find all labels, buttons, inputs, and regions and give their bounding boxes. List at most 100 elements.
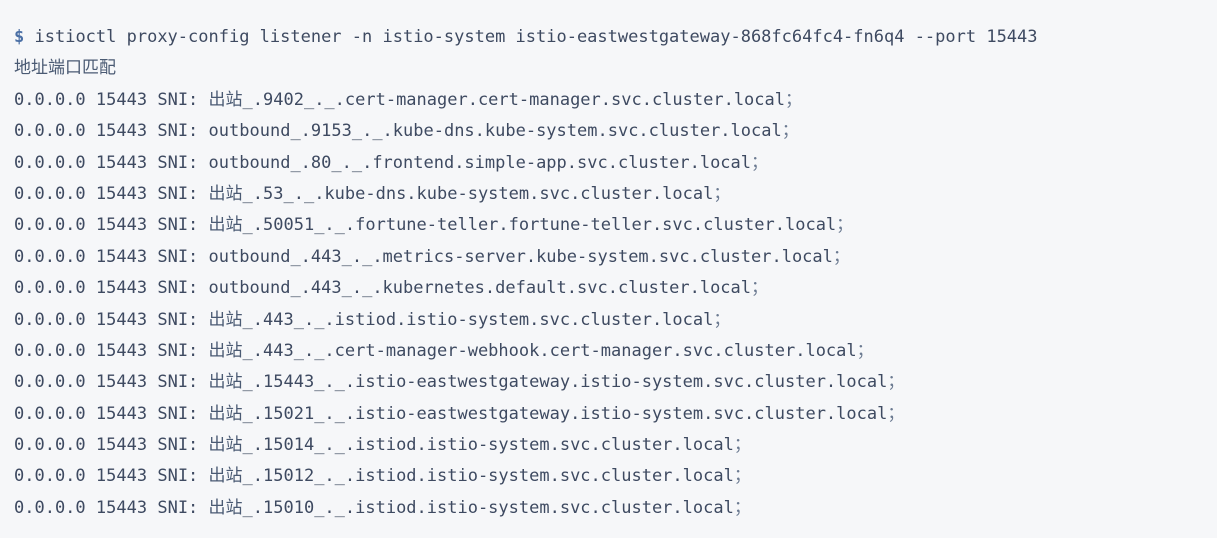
- row-match-label: SNI:: [157, 89, 199, 110]
- row-match-label: SNI:: [157, 372, 199, 393]
- row-match-value: _.15012_._.istiod.istio-system.svc.clust…: [242, 466, 734, 487]
- header-note-text: 地址端口匹配: [14, 58, 116, 79]
- row-direction: 出站: [208, 215, 243, 236]
- row-match-label: SNI:: [157, 435, 199, 456]
- row-address: 0.0.0.0: [14, 89, 86, 110]
- listener-row: 0.0.0.0 15443 SNI: 出站_.15010_._.istiod.i…: [14, 493, 1217, 524]
- row-port: 15443: [95, 278, 148, 299]
- row-match-label: SNI:: [157, 466, 199, 487]
- row-terminator: ；: [887, 403, 905, 424]
- row-direction: outbound: [208, 152, 291, 173]
- listener-row: 0.0.0.0 15443 SNI: outbound_.80_._.front…: [14, 148, 1217, 179]
- row-terminator: ；: [836, 215, 854, 236]
- shell-prompt-symbol: $: [14, 27, 25, 47]
- listener-row: 0.0.0.0 15443 SNI: outbound_.443_._.kube…: [14, 273, 1217, 304]
- row-terminator: ；: [751, 278, 769, 299]
- row-match-label: SNI:: [157, 497, 199, 518]
- listener-row: 0.0.0.0 15443 SNI: 出站_.443_._.istiod.ist…: [14, 305, 1217, 336]
- row-port: 15443: [95, 403, 148, 424]
- row-match-value: _.443_._.istiod.istio-system.svc.cluster…: [242, 309, 714, 330]
- row-terminator: ；: [856, 340, 874, 361]
- row-match-value: _.15010_._.istiod.istio-system.svc.clust…: [242, 497, 734, 518]
- listener-row: 0.0.0.0 15443 SNI: 出站_.15012_._.istiod.i…: [14, 461, 1217, 492]
- row-direction: 出站: [208, 497, 243, 518]
- row-terminator: ；: [733, 497, 751, 518]
- header-note: 地址端口匹配: [14, 53, 1217, 84]
- row-direction: outbound: [208, 278, 291, 299]
- row-address: 0.0.0.0: [14, 183, 86, 204]
- row-match-value: _.50051_._.fortune-teller.fortune-teller…: [242, 215, 837, 236]
- row-port: 15443: [95, 215, 148, 236]
- row-address: 0.0.0.0: [14, 278, 86, 299]
- row-port: 15443: [95, 372, 148, 393]
- listener-row: 0.0.0.0 15443 SNI: 出站_.50051_._.fortune-…: [14, 210, 1217, 241]
- row-match-label: SNI:: [157, 278, 199, 299]
- command-line: $ istioctl proxy-config listener -n isti…: [14, 22, 1217, 53]
- row-match-label: SNI:: [157, 309, 199, 330]
- row-address: 0.0.0.0: [14, 466, 86, 487]
- row-terminator: ；: [785, 89, 802, 110]
- row-direction: outbound: [208, 246, 291, 267]
- row-match-label: SNI:: [157, 121, 199, 142]
- listener-row: 0.0.0.0 15443 SNI: outbound_.443_._.metr…: [14, 242, 1217, 273]
- row-terminator: ；: [832, 246, 850, 267]
- row-port: 15443: [95, 340, 148, 361]
- row-address: 0.0.0.0: [14, 309, 86, 330]
- listener-row: 0.0.0.0 15443 SNI: 出站_.9402_._.cert-mana…: [14, 85, 1217, 116]
- row-match-value: _.80_._.frontend.simple-app.svc.cluster.…: [290, 152, 752, 173]
- row-direction: 出站: [208, 340, 243, 361]
- row-match-value: _.15021_._.istio-eastwestgateway.istio-s…: [242, 403, 888, 424]
- row-match-label: SNI:: [157, 403, 199, 424]
- row-port: 15443: [95, 309, 148, 330]
- row-match-value: _.9402_._.cert-manager.cert-manager.svc.…: [242, 89, 785, 110]
- row-address: 0.0.0.0: [14, 340, 86, 361]
- listener-rows: 0.0.0.0 15443 SNI: 出站_.9402_._.cert-mana…: [14, 85, 1217, 524]
- row-match-label: SNI:: [157, 215, 199, 236]
- row-address: 0.0.0.0: [14, 215, 86, 236]
- row-terminator: ；: [781, 121, 799, 142]
- row-direction: 出站: [208, 89, 243, 110]
- row-address: 0.0.0.0: [14, 435, 86, 456]
- row-address: 0.0.0.0: [14, 372, 86, 393]
- row-direction: 出站: [208, 309, 243, 330]
- row-port: 15443: [95, 466, 148, 487]
- row-port: 15443: [95, 246, 148, 267]
- row-direction: 出站: [208, 372, 243, 393]
- listener-row: 0.0.0.0 15443 SNI: outbound_.9153_._.kub…: [14, 116, 1217, 147]
- row-address: 0.0.0.0: [14, 246, 86, 267]
- listener-row: 0.0.0.0 15443 SNI: 出站_.15014_._.istiod.i…: [14, 430, 1217, 461]
- row-port: 15443: [95, 121, 148, 142]
- listener-row: 0.0.0.0 15443 SNI: 出站_.15021_._.istio-ea…: [14, 399, 1217, 430]
- row-address: 0.0.0.0: [14, 152, 86, 173]
- row-terminator: ；: [713, 309, 731, 330]
- row-address: 0.0.0.0: [14, 403, 86, 424]
- row-match-label: SNI:: [157, 183, 199, 204]
- row-match-value: _.15443_._.istio-eastwestgateway.istio-s…: [242, 372, 888, 393]
- row-direction: 出站: [208, 466, 243, 487]
- row-port: 15443: [95, 152, 148, 173]
- listener-row: 0.0.0.0 15443 SNI: 出站_.443_._.cert-manag…: [14, 336, 1217, 367]
- row-terminator: ；: [713, 183, 731, 204]
- row-match-value: _.443_._.metrics-server.kube-system.svc.…: [290, 246, 833, 267]
- row-port: 15443: [95, 435, 148, 456]
- row-match-label: SNI:: [157, 152, 199, 173]
- row-direction: outbound: [208, 121, 291, 142]
- row-terminator: ；: [751, 152, 769, 173]
- listener-row: 0.0.0.0 15443 SNI: 出站_.53_._.kube-dns.ku…: [14, 179, 1217, 210]
- command-text: istioctl proxy-config listener -n istio-…: [34, 27, 1038, 47]
- row-match-value: _.9153_._.kube-dns.kube-system.svc.clust…: [290, 121, 782, 142]
- row-address: 0.0.0.0: [14, 121, 86, 142]
- row-port: 15443: [95, 497, 148, 518]
- row-match-value: _.443_._.cert-manager-webhook.cert-manag…: [242, 340, 857, 361]
- row-direction: 出站: [208, 183, 243, 204]
- row-match-value: _.53_._.kube-dns.kube-system.svc.cluster…: [242, 183, 714, 204]
- row-direction: 出站: [208, 403, 243, 424]
- row-terminator: ；: [733, 466, 751, 487]
- row-match-label: SNI:: [157, 246, 199, 267]
- listener-row: 0.0.0.0 15443 SNI: 出站_.15443_._.istio-ea…: [14, 367, 1217, 398]
- row-port: 15443: [95, 89, 148, 110]
- row-match-value: _.15014_._.istiod.istio-system.svc.clust…: [242, 435, 734, 456]
- row-terminator: ；: [887, 372, 905, 393]
- row-address: 0.0.0.0: [14, 497, 86, 518]
